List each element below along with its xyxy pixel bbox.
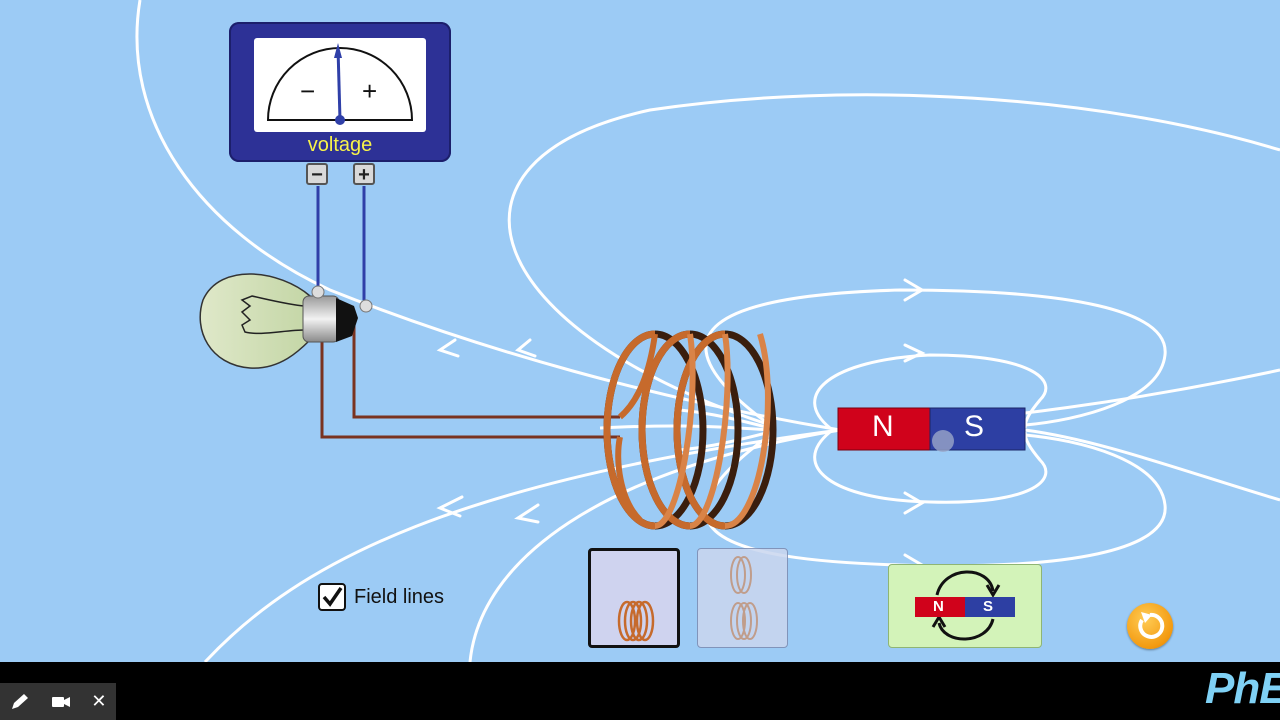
reset-button[interactable] — [1127, 603, 1173, 649]
phet-logo: PhET — [1205, 664, 1280, 713]
single-coil-icon — [617, 600, 655, 642]
checkbox-box[interactable] — [318, 583, 346, 611]
simulation-area: N S − + voltage − + Field lines — [0, 0, 1280, 662]
meter-face: − + — [254, 38, 426, 132]
video-overlay-controls: ✕ — [0, 683, 116, 720]
flip-polarity-icon — [915, 570, 1015, 641]
bar-magnet[interactable] — [837, 407, 1026, 452]
voltmeter[interactable]: − + voltage — [229, 22, 451, 162]
meter-plus-label: + — [362, 76, 378, 106]
camera-icon[interactable] — [50, 692, 72, 712]
meter-minus-label: − — [300, 76, 316, 106]
wires — [316, 186, 620, 439]
flip-south-label: S — [983, 598, 994, 615]
terminal-plus: + — [353, 163, 375, 185]
light-bulb — [199, 273, 373, 369]
voltage-label: voltage — [307, 134, 373, 156]
checkmark-icon — [322, 587, 343, 607]
field-lines-checkbox[interactable]: Field lines — [318, 583, 444, 611]
two-coil-button[interactable] — [697, 548, 788, 648]
field-lines-label: Field lines — [354, 585, 445, 608]
double-coil-icon — [730, 556, 758, 640]
pen-icon[interactable] — [9, 692, 31, 712]
scene-canvas — [135, 0, 1280, 662]
flip-north-label: N — [933, 598, 944, 615]
reset-icon — [1138, 612, 1165, 639]
magnet-south-label: S — [964, 410, 985, 443]
terminal-minus: − — [306, 163, 328, 185]
pickup-coil — [603, 330, 777, 530]
field-lines — [135, 0, 1280, 662]
flip-magnet-button[interactable]: N S — [888, 564, 1042, 648]
bottom-bar — [0, 662, 1280, 720]
meter-gauge — [266, 43, 414, 125]
one-coil-button[interactable] — [588, 548, 680, 648]
magnet-north-label: N — [872, 410, 894, 443]
close-icon[interactable]: ✕ — [91, 691, 107, 711]
